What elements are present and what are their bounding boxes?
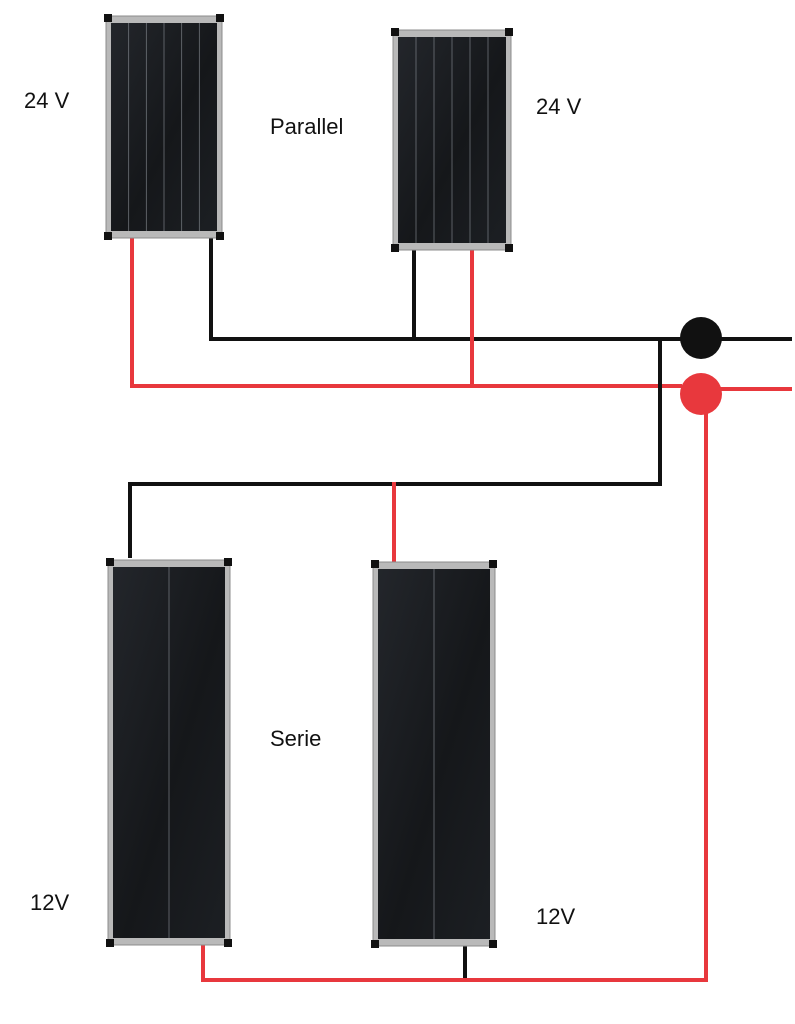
panel-corner-bracket <box>489 940 497 948</box>
panel-corner-bracket <box>391 244 399 252</box>
parallel-positive-wires <box>130 238 792 391</box>
panel1-positive-wire <box>130 238 682 388</box>
panel-corner-bracket <box>371 560 379 568</box>
voltage-label-top-left: 24 V <box>24 88 70 113</box>
voltage-label-top-right: 24 V <box>536 94 582 119</box>
series-return-to-positive-terminal <box>201 408 708 982</box>
solar-panel-2 <box>391 28 513 252</box>
voltage-label-bottom-right: 12V <box>536 904 576 929</box>
panel-corner-bracket <box>106 939 114 947</box>
panel-corner-bracket <box>505 28 513 36</box>
panel-corner-bracket <box>216 232 224 240</box>
negative-terminal <box>680 317 722 359</box>
parallel-label: Parallel <box>270 114 344 139</box>
parallel-negative-wires <box>209 238 792 341</box>
panel-corner-bracket <box>224 558 232 566</box>
serie-label: Serie <box>270 726 322 751</box>
panel-corner-bracket <box>505 244 513 252</box>
panel-corner-bracket <box>216 14 224 22</box>
panel-corner-bracket <box>391 28 399 36</box>
solar-panel-1 <box>104 14 224 240</box>
panel-corner-bracket <box>224 939 232 947</box>
series-positive-wires <box>201 408 708 982</box>
panel-corner-bracket <box>106 558 114 566</box>
panel-corner-bracket <box>104 14 112 22</box>
panel1-negative-wire <box>209 238 682 341</box>
solar-panel-4 <box>371 560 497 948</box>
voltage-label-bottom-left: 12V <box>30 890 70 915</box>
panel-corner-bracket <box>489 560 497 568</box>
solar-panel-3 <box>106 558 232 947</box>
positive-terminal <box>680 373 722 415</box>
panel-corner-bracket <box>371 940 379 948</box>
panel-corner-bracket <box>104 232 112 240</box>
